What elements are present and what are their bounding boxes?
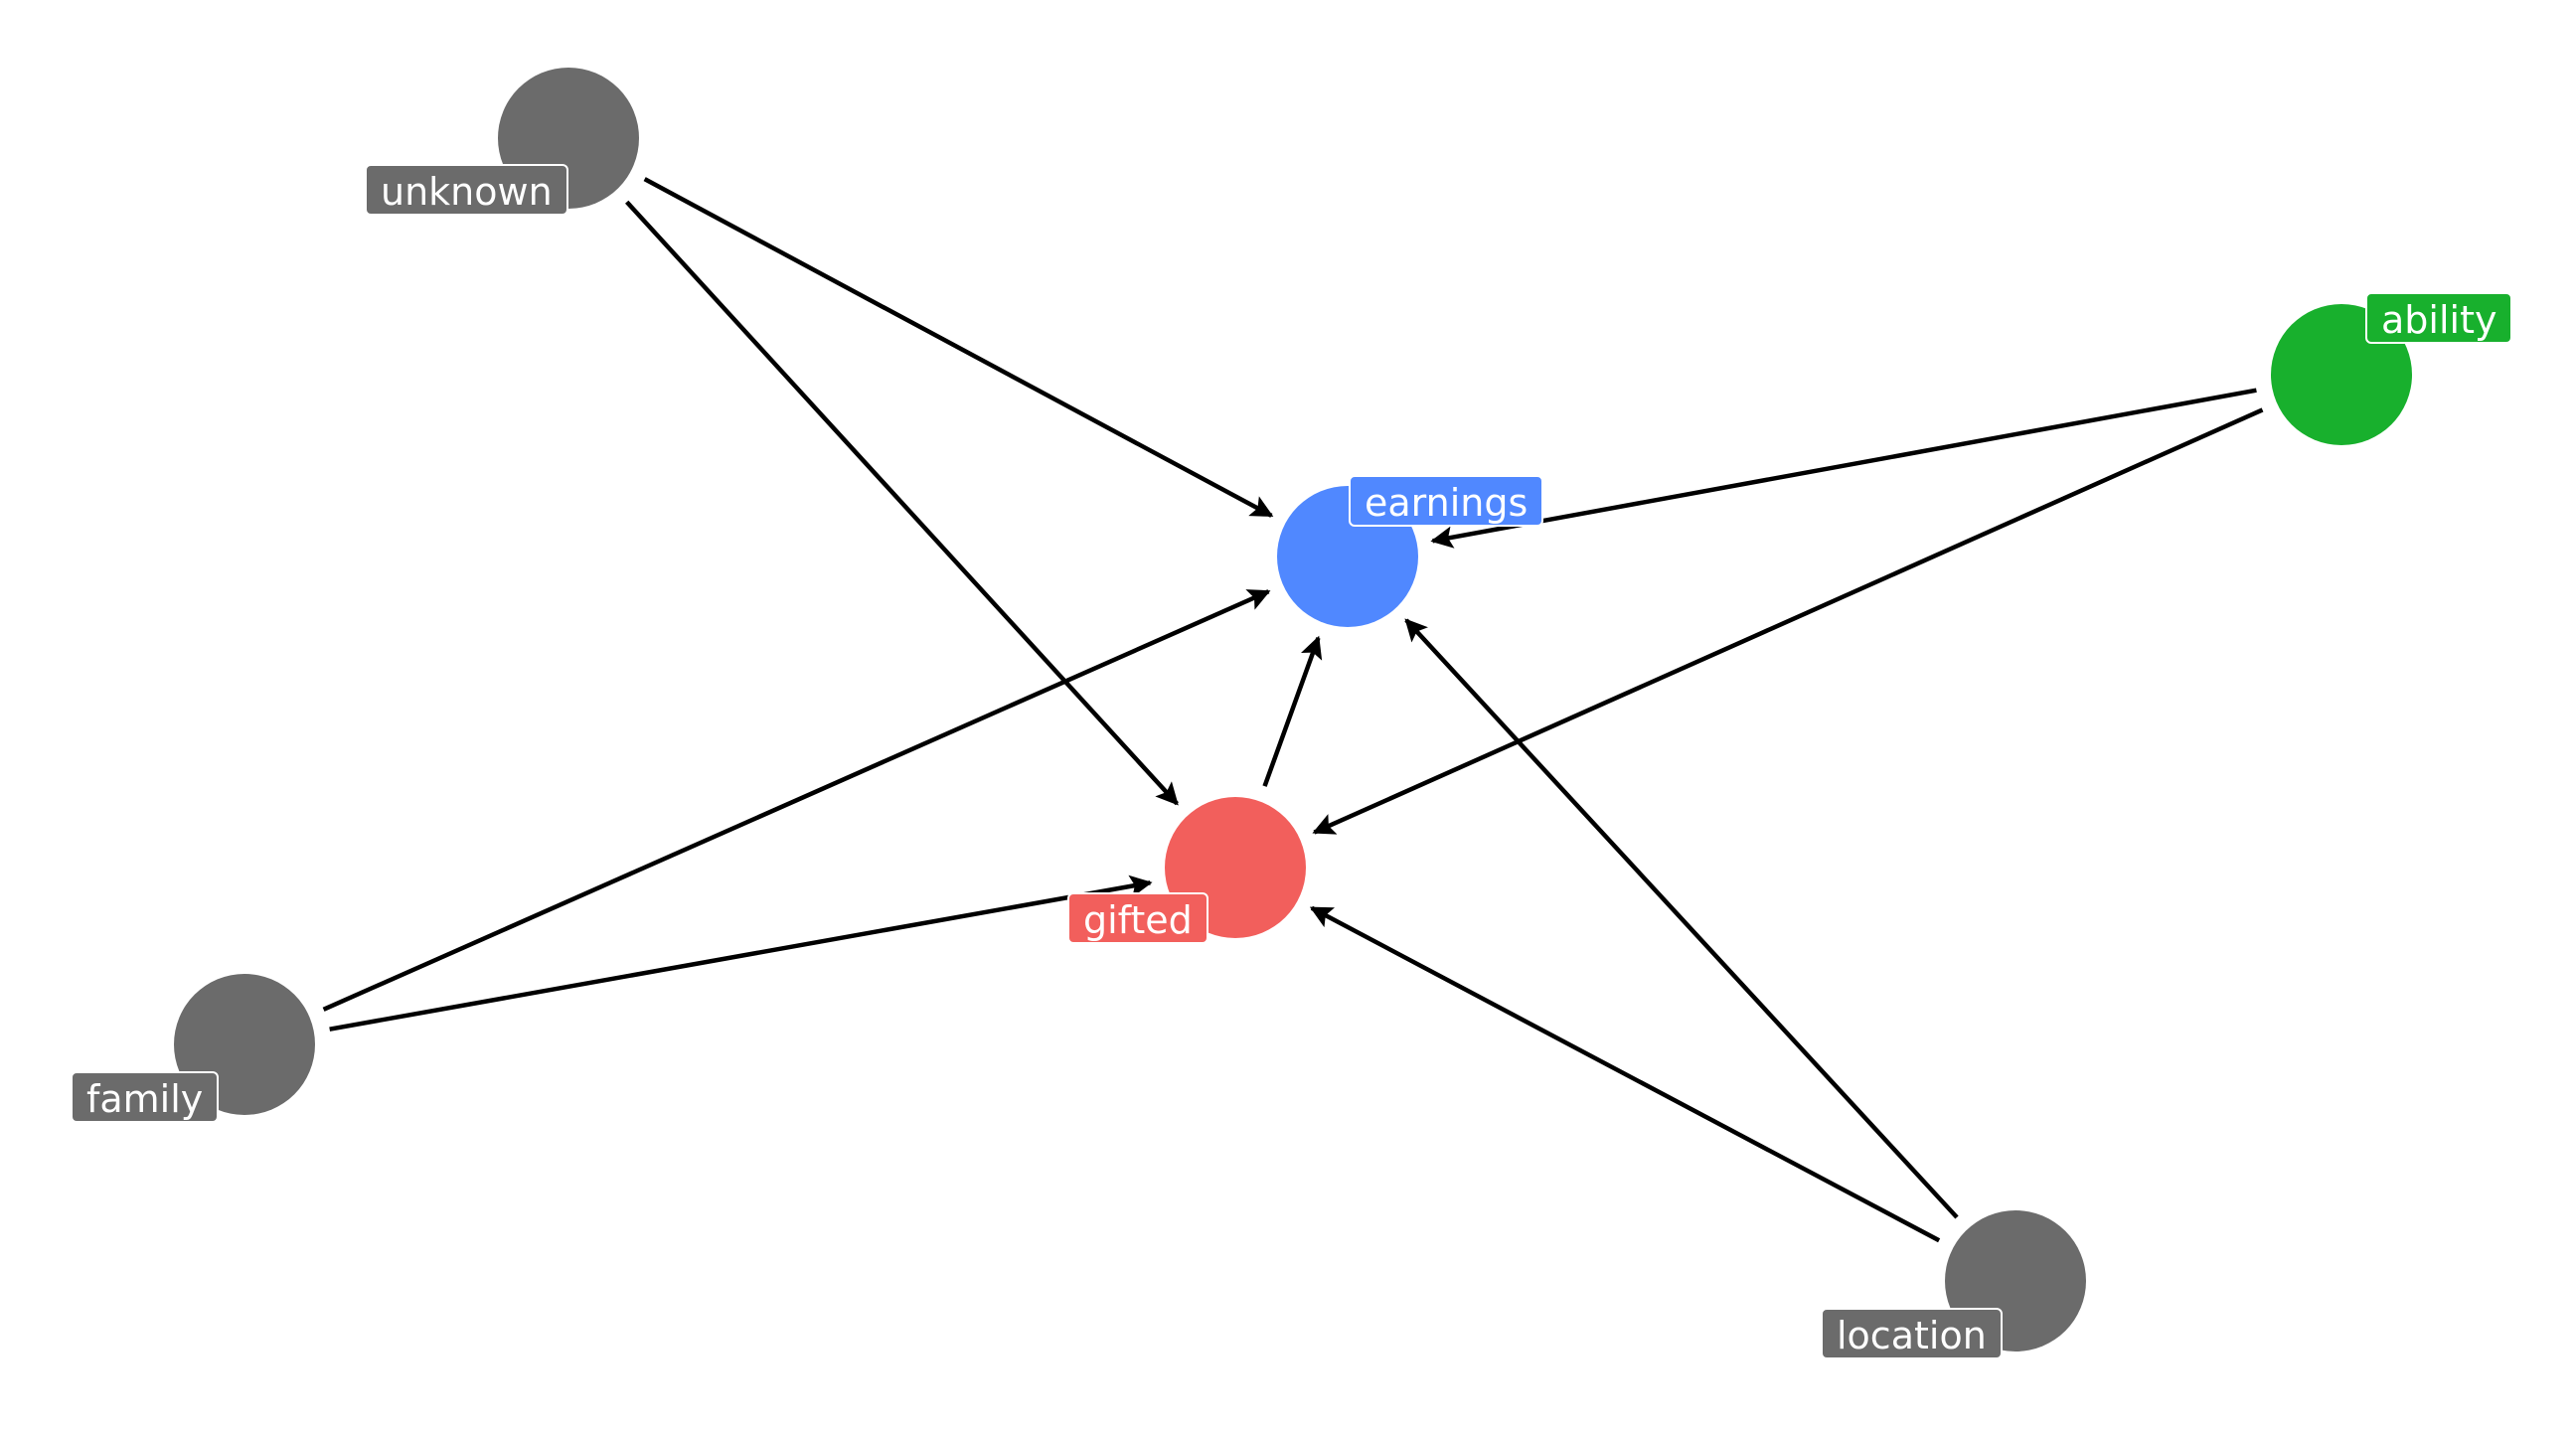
edge-family-to-earnings	[322, 589, 1271, 1012]
edge-ability-to-gifted	[1312, 407, 2264, 835]
edge-gifted-to-earnings	[1262, 635, 1323, 787]
node-label-location: location	[1821, 1308, 2003, 1359]
edge-location-to-earnings	[1404, 618, 1959, 1219]
edge-family-to-gifted	[329, 874, 1153, 1032]
edge-unknown-to-gifted	[625, 200, 1179, 806]
node-label-gifted: gifted	[1067, 892, 1208, 944]
node-label-ability: ability	[2365, 292, 2513, 344]
node-label-unknown: unknown	[365, 164, 568, 216]
edge-unknown-to-earnings	[643, 177, 1274, 518]
node-label-earnings: earnings	[1349, 475, 1544, 527]
edge-ability-to-earnings	[1430, 388, 2257, 549]
edge-location-to-gifted	[1309, 905, 1941, 1243]
node-label-family: family	[71, 1071, 220, 1123]
